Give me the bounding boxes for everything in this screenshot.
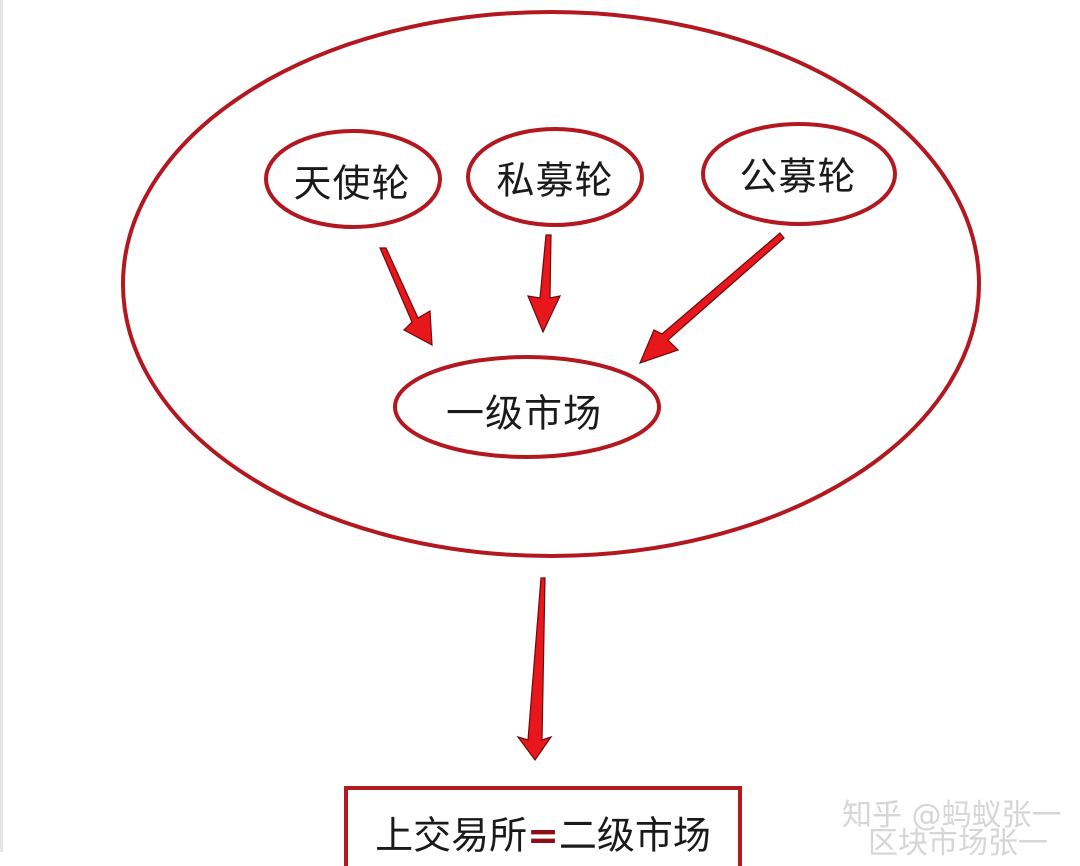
equals-sign: = [527,813,559,858]
secondary-market-label: 上交易所=二级市场 [375,805,711,860]
primary-market-container [121,10,981,558]
exchange-text: 上交易所 [375,813,528,858]
arrow-private-to-primary [527,234,562,334]
left-border [0,0,3,852]
node-private-round [466,127,644,227]
secondary-market-text: 二级市场 [558,813,711,858]
watermark-weibo: 区块市场张一 [868,826,1048,861]
node-primary-market [393,355,661,459]
node-public-round [701,122,897,226]
secondary-market-box: 上交易所=二级市场 [344,786,742,866]
arrow-public-to-primary [638,232,785,365]
node-angel-round [264,129,442,229]
node-angel-round-label: 天使轮 [293,161,411,206]
watermark-zhihu: 知乎 @蚂蚁张一 [842,798,1062,833]
arrow-angel-to-primary [379,247,433,347]
node-private-round-label: 私募轮 [496,158,614,203]
node-public-round-label: 公募轮 [739,154,857,199]
node-primary-market-label: 一级市场 [445,391,603,436]
arrow-primary-to-secondary [516,577,553,762]
